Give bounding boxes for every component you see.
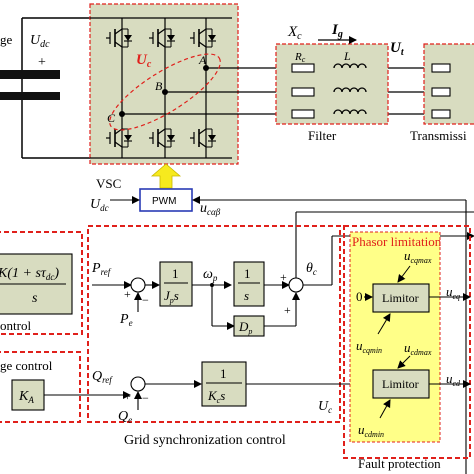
ucdmin-label: ucdmin	[358, 422, 384, 439]
dc-capacitor-plate-top	[0, 70, 60, 79]
kc-integrator-block	[201, 361, 247, 407]
transmission-block: Transmissi	[410, 43, 474, 143]
limitor-d-block	[372, 369, 430, 399]
kc-numerator: 1	[220, 366, 227, 381]
filter-phase-a	[291, 63, 367, 73]
node-a-label: A	[198, 53, 207, 67]
ac-voltage-control: ge control KA	[0, 351, 88, 423]
integrator-block	[233, 261, 265, 307]
inductor-icon	[333, 109, 367, 115]
node-c-label: C	[107, 111, 116, 125]
dc-voltage-control: K(1 + sτdc) s ontrol	[0, 231, 83, 335]
phasor-limitation-region	[349, 231, 441, 443]
phasor-ellipse	[109, 53, 221, 131]
theta-plus-a: +	[280, 270, 287, 284]
grid-sync-title: Grid synchronization control	[124, 433, 286, 448]
inertia-block	[159, 261, 193, 307]
resistor-icon	[431, 87, 451, 97]
ig-label: Ig	[331, 22, 343, 40]
filter-phase-c	[291, 109, 367, 119]
vsc-box	[89, 3, 239, 165]
limitor-q-label: Limitor	[382, 291, 419, 305]
dc-source-label: ge	[0, 32, 13, 47]
pref-label: Pref	[91, 261, 112, 277]
ig-current: Ig	[318, 22, 357, 44]
kc-denominator: Kcs	[207, 388, 225, 405]
pwm-udc-input: Udc	[90, 197, 109, 213]
inductor-icon	[333, 87, 367, 93]
resistor-icon	[291, 87, 315, 97]
udc-label: Udc	[30, 33, 50, 50]
ucq-output: ucq	[446, 284, 460, 301]
theta-sum-junction	[288, 277, 304, 293]
integrator-numerator: 1	[244, 266, 251, 281]
gate-signal-arrow	[150, 163, 182, 189]
pe-label: Pe	[119, 312, 133, 328]
p-plus: +	[124, 287, 131, 301]
xc-label: Xc	[287, 24, 302, 42]
dc-source: ge + Udc	[0, 17, 90, 159]
dc-controller-numerator: K(1 + sτdc)	[0, 266, 59, 282]
fault-protection: Phasor limitation 0 Limitor ucqmax ucqmi…	[343, 225, 471, 471]
filter-phase-b	[291, 87, 367, 97]
q-minus: −	[142, 391, 149, 405]
rc-label: Rc	[294, 51, 306, 64]
ka-label: KA	[18, 389, 34, 405]
theta-plus-b: +	[284, 303, 291, 317]
fault-protection-region	[343, 225, 471, 459]
theta-label: θc	[306, 261, 317, 277]
pwm-label: PWM	[152, 196, 176, 207]
uc-label: Uc	[136, 52, 152, 70]
filter-label: Filter	[308, 128, 337, 143]
q-sum-junction	[130, 376, 146, 392]
voltage-control-region	[0, 351, 81, 423]
q-plus: +	[124, 389, 131, 403]
pwm-block: PWM Udc ucαβ	[90, 188, 474, 474]
integrator-denominator: s	[244, 288, 249, 303]
resistor-icon	[291, 63, 315, 73]
ucqmax-label: ucqmax	[404, 248, 432, 265]
dc-controller-denominator: s	[32, 291, 38, 306]
inertia-denominator: Jps	[164, 288, 179, 305]
limitor-q-block	[372, 283, 430, 313]
voltage-control-title: ge control	[0, 358, 53, 373]
uc-out-label: Uc	[318, 399, 332, 415]
omega-label: ωp	[203, 267, 218, 283]
dc-plus-sign: +	[38, 55, 46, 70]
vsc-bridge: A B C Uc VSC	[89, 3, 474, 191]
dc-capacitor-plate-bottom	[0, 92, 60, 100]
ka-gain-block	[11, 379, 45, 411]
phasor-limitation-title: Phasor limitation	[352, 234, 442, 249]
ucdmax-label: ucdmax	[404, 340, 432, 357]
inductor-icon	[333, 63, 367, 69]
qref-label: Qref	[92, 369, 113, 385]
filter-block: Rc L Filter	[275, 43, 389, 143]
dc-control-title: ontrol	[0, 318, 31, 333]
resistor-icon	[291, 109, 315, 119]
inertia-numerator: 1	[172, 266, 179, 281]
zero-input: 0	[356, 289, 363, 304]
grid-sync-control: Pref + − Pe 1 Jps ωp 1 s Dp	[87, 225, 474, 448]
p-minus: −	[142, 293, 149, 307]
ut-label: Ut	[390, 40, 405, 58]
node-b-label: B	[155, 79, 163, 93]
dc-control-region	[0, 231, 83, 335]
l-label: L	[343, 49, 351, 63]
ucd-output: ucd	[446, 371, 461, 388]
transmission-label: Transmissi	[410, 128, 467, 143]
pwm-ucab-input: ucαβ	[200, 201, 221, 217]
resistor-icon	[431, 63, 451, 73]
damping-label: Dp	[238, 319, 252, 336]
resistor-icon	[431, 109, 451, 119]
fault-protection-title: Fault protection	[358, 456, 441, 471]
p-sum-junction	[130, 277, 146, 293]
vsc-label: VSC	[96, 176, 121, 191]
qe-label: Qe	[118, 409, 132, 425]
limitor-d-label: Limitor	[382, 377, 419, 391]
ucqmin-label: ucqmin	[356, 338, 382, 355]
